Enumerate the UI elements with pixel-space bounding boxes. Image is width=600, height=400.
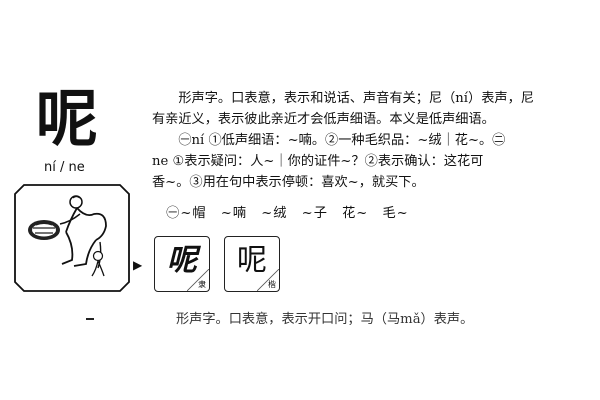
definition-paragraph: ㊀ní ①低声细语：~喃。②一种毛织品：~绒｜花~。㊁ ne ①表示疑问：人~｜… (152, 133, 506, 190)
divider-mark (86, 318, 94, 320)
script-label: 隶 (198, 280, 206, 289)
headword-character: 呢 (36, 82, 99, 155)
arrow-right-icon: ▶ (133, 258, 143, 272)
script-glyph: 呢 (167, 243, 197, 278)
script-form-clerical: 呢 隶 (154, 236, 210, 292)
next-entry-text: 形声字。口表意，表示开口问；马（马mǎ）表声。 (176, 312, 474, 325)
compound-words: ㊀~帽 ~喃 ~绒 ~子 花~ 毛~ (152, 206, 409, 221)
script-glyph: 呢 (237, 243, 267, 278)
whispering-person-icon (14, 184, 130, 292)
script-form-regular: 呢 楷 (224, 236, 280, 292)
corner-divider-icon (257, 269, 279, 291)
next-entry-fragment: 形声字。口表意，表示开口问；马（马mǎ）表声。 (176, 311, 566, 325)
etymology-paragraph: 形声字。口表意，表示和说话、声音有关；尼（ní）表声，尼 有亲近义，表示彼此亲近… (152, 91, 534, 127)
headword-pinyin: ní / ne (44, 160, 85, 175)
script-label: 楷 (268, 280, 276, 289)
corner-divider-icon (187, 269, 209, 291)
